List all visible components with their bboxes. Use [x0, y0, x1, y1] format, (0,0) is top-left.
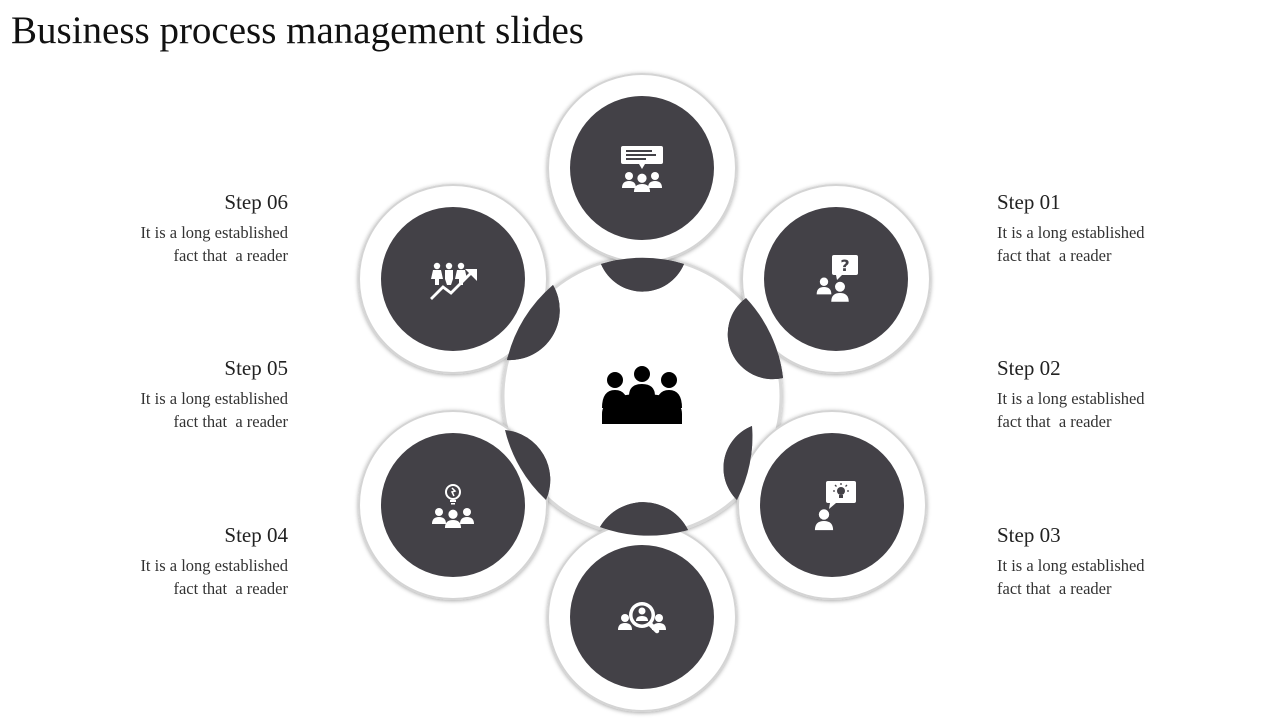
step-03-text: Step 03 It is a long established fact th…: [997, 523, 1217, 600]
discussion-team-icon: [621, 146, 663, 193]
step-04-text: Step 04 It is a long established fact th…: [68, 523, 288, 600]
step-description: It is a long established fact that a rea…: [997, 223, 1145, 265]
step-description: It is a long established fact that a rea…: [140, 223, 288, 265]
node-step-04: [358, 410, 548, 600]
step-02-text: Step 02 It is a long established fact th…: [997, 356, 1217, 433]
idea-team-icon: [432, 484, 474, 529]
growth-team-icon: [430, 262, 477, 300]
step-title: Step 06: [224, 190, 288, 214]
step-06-text: Step 06 It is a long established fact th…: [68, 190, 288, 267]
step-title: Step 03: [997, 523, 1061, 547]
search-people-icon: [618, 602, 666, 634]
svg-text:?: ?: [840, 256, 849, 275]
step-description: It is a long established fact that a rea…: [997, 389, 1145, 431]
page-title: Business process management slides: [11, 9, 584, 52]
step-description: It is a long established fact that a rea…: [140, 556, 288, 598]
question-people-icon: ?: [816, 255, 858, 302]
node-step-01: [741, 184, 931, 374]
step-title: Step 01: [997, 190, 1061, 214]
team-meeting-icon: [602, 366, 682, 424]
step-05-text: Step 05 It is a long established fact th…: [68, 356, 288, 433]
step-description: It is a long established fact that a rea…: [997, 556, 1145, 598]
step-description: It is a long established fact that a rea…: [140, 389, 288, 431]
step-title: Step 02: [997, 356, 1061, 380]
step-title: Step 05: [224, 356, 288, 380]
step-title: Step 04: [224, 523, 288, 547]
idea-person-icon: [814, 481, 856, 531]
step-01-text: Step 01 It is a long established fact th…: [997, 190, 1217, 267]
